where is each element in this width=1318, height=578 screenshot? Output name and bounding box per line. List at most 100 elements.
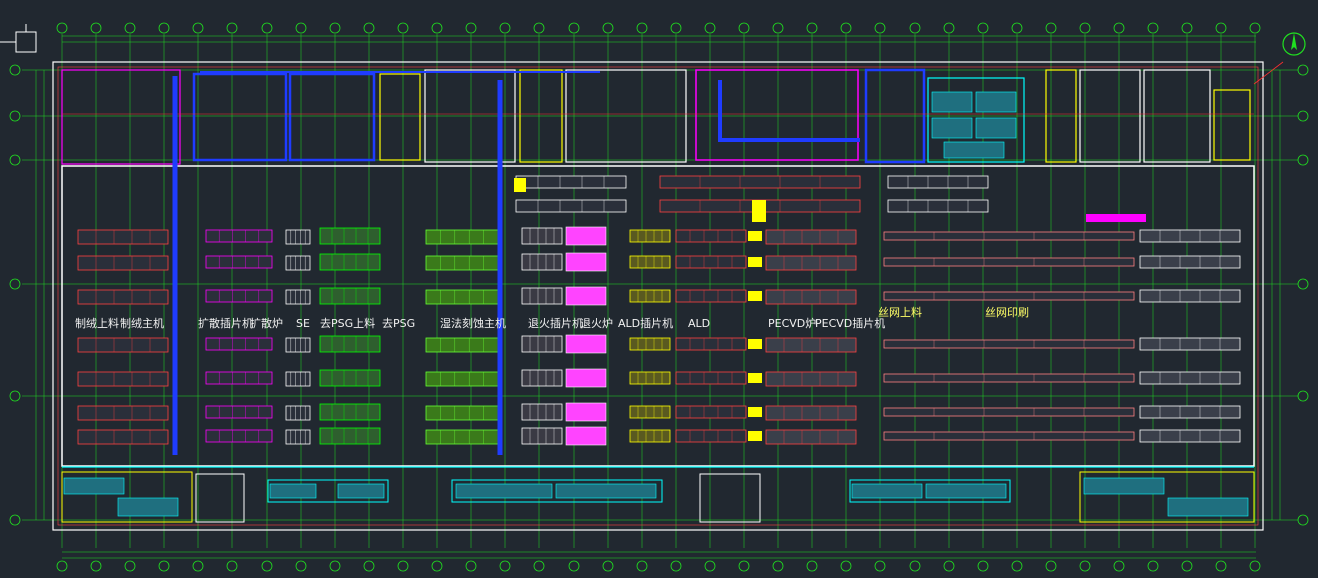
ald-marker — [748, 431, 762, 441]
grid-bubble — [329, 22, 341, 34]
grid-bubble — [9, 110, 21, 122]
grid-bubble — [124, 560, 136, 572]
label-ald: ALD — [688, 317, 710, 330]
ald-unit — [675, 371, 747, 385]
grid-bubble — [465, 22, 477, 34]
ald-loader — [629, 229, 671, 243]
grid-bubble — [158, 22, 170, 34]
grid-bubble — [738, 560, 750, 572]
grid-bubble — [9, 390, 21, 402]
grid-bubble — [670, 560, 682, 572]
grid-bubble — [1011, 22, 1023, 34]
psg-line — [319, 335, 381, 353]
grid-bubble — [499, 22, 511, 34]
wet-etch-line — [425, 371, 499, 387]
grid-bubble — [261, 22, 273, 34]
se-unit — [285, 255, 311, 271]
texture-line — [77, 337, 169, 353]
ald-loader — [629, 289, 671, 303]
grid-bubble — [806, 560, 818, 572]
grid-bubble — [602, 22, 614, 34]
psg-line — [319, 227, 381, 245]
anneal-loader — [521, 227, 563, 245]
psg-line — [319, 369, 381, 387]
anneal-furnace — [565, 368, 607, 388]
ald-loader — [629, 255, 671, 269]
se-unit — [285, 337, 311, 353]
texture-line — [77, 371, 169, 387]
grid-bubble — [158, 560, 170, 572]
pecvd-line — [765, 371, 857, 387]
cabinet — [1167, 497, 1249, 517]
ald-loader — [629, 405, 671, 419]
grid-bubble — [636, 22, 648, 34]
se-unit — [285, 429, 311, 445]
anneal-loader — [521, 427, 563, 445]
print-unit — [1139, 371, 1241, 385]
wet-etch-line — [425, 255, 499, 271]
print-line — [883, 231, 1135, 241]
grid-bubble — [363, 560, 375, 572]
building-outline — [52, 61, 1264, 531]
yellow-tank — [514, 178, 526, 192]
label-anneal-loader: 退火插片机 — [528, 316, 583, 330]
anneal-loader — [521, 403, 563, 421]
grid-bubble — [568, 560, 580, 572]
grid-bubble — [1181, 22, 1193, 34]
label-psg-loader: 去PSG上料 — [320, 316, 375, 330]
grid-bubble — [124, 22, 136, 34]
pecvd-line — [765, 405, 857, 421]
texture-line — [77, 229, 169, 245]
label-printing-feed: 丝网上料 — [878, 305, 922, 319]
cabinet — [931, 91, 973, 113]
south-room-band — [61, 466, 1255, 523]
diffusion-line — [205, 289, 273, 303]
grid-bubble — [90, 22, 102, 34]
grid-bubble — [363, 22, 375, 34]
wet-etch-line — [425, 429, 499, 445]
texture-line — [77, 429, 169, 445]
wet-etch-line — [425, 289, 499, 305]
grid-bubble — [1249, 560, 1261, 572]
diffusion-line — [205, 337, 273, 351]
grid-bubble — [943, 22, 955, 34]
label-wire-feed: 制绒上料 — [75, 316, 119, 330]
grid-bubble — [670, 22, 682, 34]
ald-loader — [629, 337, 671, 351]
anneal-loader — [521, 253, 563, 271]
label-se: SE — [296, 317, 310, 330]
ald-unit — [675, 429, 747, 443]
print-unit — [1139, 289, 1241, 303]
grid-bubble — [397, 22, 409, 34]
grid-bubble — [261, 560, 273, 572]
grid-bubble — [90, 560, 102, 572]
grid-bubble — [9, 514, 21, 526]
wet-etch-line — [425, 229, 499, 245]
grid-bubble — [1113, 22, 1125, 34]
psg-line — [319, 287, 381, 305]
ald-unit — [675, 229, 747, 243]
grid-bubble — [1079, 560, 1091, 572]
print-line — [883, 407, 1135, 417]
label-diffusion-loader: 扩散插片机 — [198, 316, 253, 330]
grid-bubble — [465, 560, 477, 572]
label-wet-etch: 湿法刻蚀主机 — [440, 316, 506, 330]
aux-line — [515, 175, 627, 189]
texture-line — [77, 405, 169, 421]
grid-bubble — [1045, 560, 1057, 572]
north-room-band — [61, 68, 1254, 165]
aux-line — [515, 199, 627, 213]
cabinet — [851, 483, 923, 499]
grid-bubble — [636, 560, 648, 572]
grid-bubble — [192, 560, 204, 572]
anneal-furnace — [565, 286, 607, 306]
grid-bubble — [9, 64, 21, 76]
pecvd-line — [765, 337, 857, 353]
se-unit — [285, 229, 311, 245]
north-arrow-icon — [1253, 32, 1306, 85]
grid-bubble — [806, 22, 818, 34]
ald-marker — [748, 407, 762, 417]
label-texture: 制绒主机 — [120, 316, 164, 330]
grid-bubble — [772, 22, 784, 34]
anneal-furnace — [565, 226, 607, 246]
